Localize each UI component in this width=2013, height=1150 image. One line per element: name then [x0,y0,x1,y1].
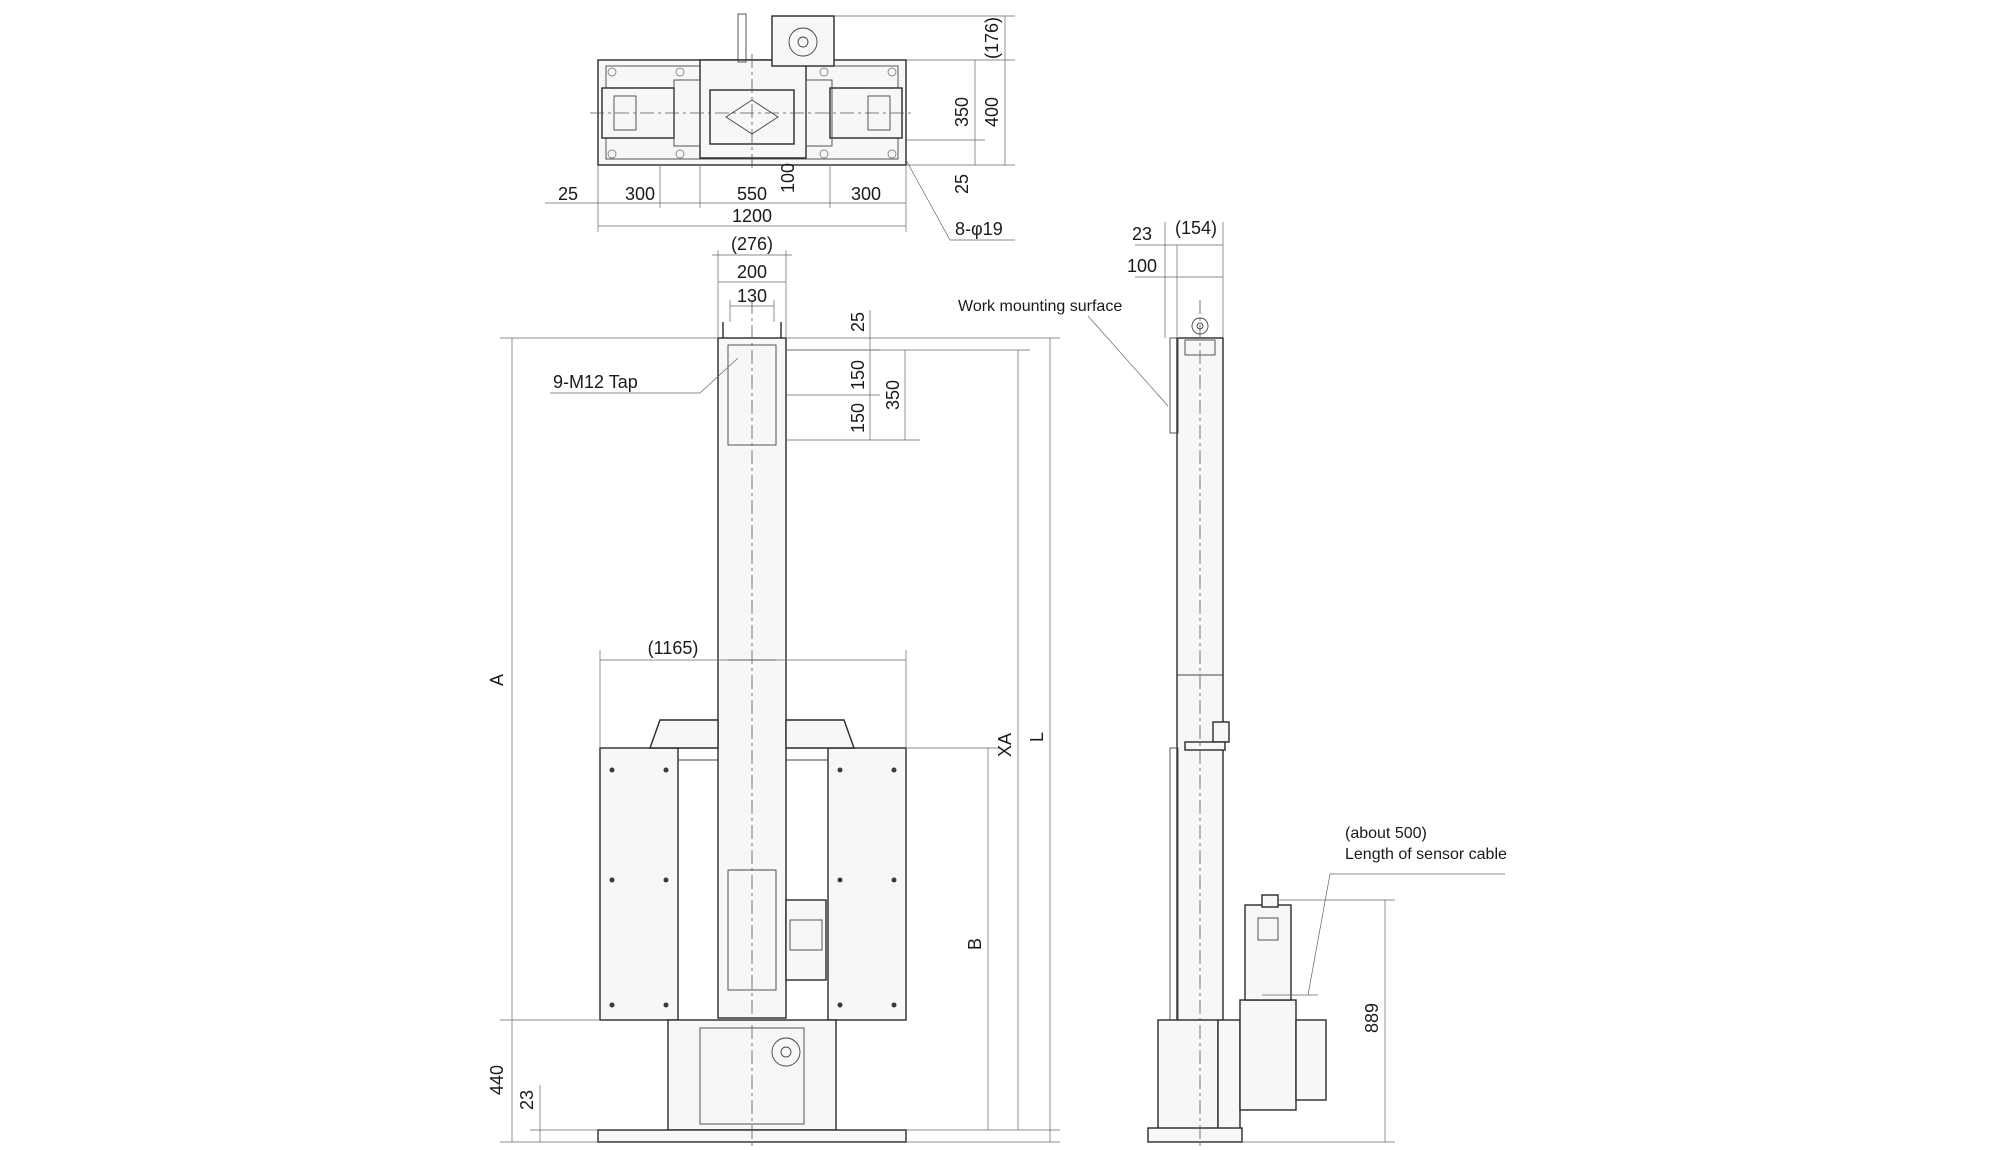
dim-text: A [487,674,507,686]
dim-text: 150 [848,360,868,390]
dim-text: L [1027,732,1047,742]
work-surface-label: Work mounting surface [958,298,1122,315]
top-view: 1200 25 300 550 300 100 (176) 400 350 25… [545,13,1015,241]
side-view: 23 (154) 100 Work mounting surface (abou… [958,218,1507,1146]
dim-text: 130 [737,286,767,306]
holes-label: 8-φ19 [955,219,1003,239]
dim-text: 100 [1127,256,1157,276]
dim-text: 1200 [732,206,772,226]
dim-text: (176) [982,17,1002,59]
tap-label: 9-M12 Tap [553,372,638,392]
dim-text: (276) [731,234,773,254]
dim-text: B [965,938,985,950]
dim-text: (1165) [648,638,699,658]
dim-text: 150 [848,403,868,433]
dim-text: XA [995,733,1015,757]
dim-text: (154) [1175,218,1217,238]
dim-text: 440 [487,1065,507,1095]
dim-text: 23 [517,1090,537,1110]
front-view: (276) 200 130 25 150 150 350 9-M12 Tap (… [487,234,1060,1146]
dim-text: 350 [952,97,972,127]
dim-text: 400 [982,97,1002,127]
dim-text: 889 [1362,1003,1382,1033]
dim-text: 350 [883,380,903,410]
dim-text: 550 [737,184,767,204]
dim-text: 100 [778,163,798,193]
dim-text: 200 [737,262,767,282]
dim-text: 25 [558,184,578,204]
dim-text: 23 [1132,224,1152,244]
dim-text: 300 [625,184,655,204]
cable-length-label: (about 500) [1345,825,1427,842]
dim-text: 25 [952,174,972,194]
cable-label: Length of sensor cable [1345,846,1507,863]
dim-text: 25 [848,312,868,332]
dim-text: 300 [851,184,881,204]
